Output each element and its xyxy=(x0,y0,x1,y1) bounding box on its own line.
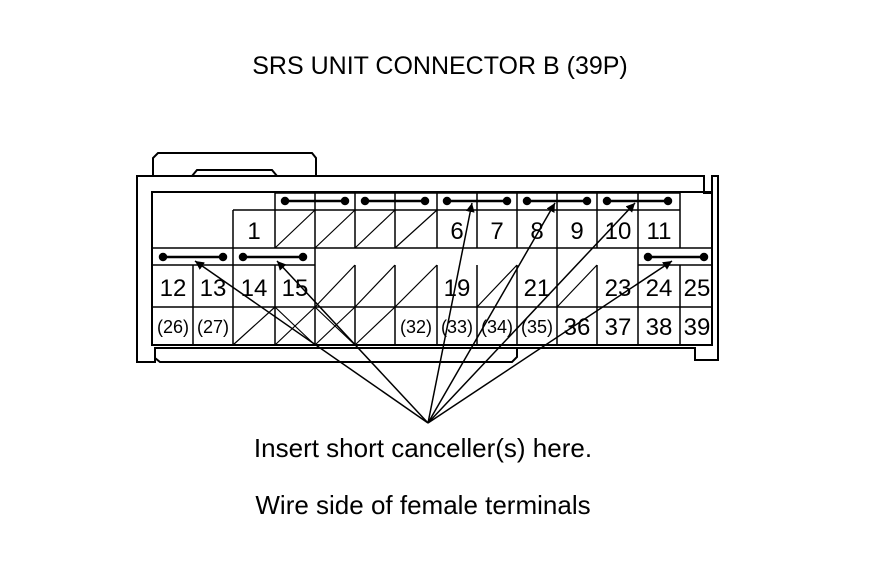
pin-34: (34) xyxy=(481,317,513,337)
subtitle-text: Wire side of female terminals xyxy=(255,490,591,520)
pin-32: (32) xyxy=(400,317,432,337)
pin-35: (35) xyxy=(521,317,553,337)
pin-24: 24 xyxy=(646,275,673,302)
pin-13: 13 xyxy=(200,275,227,302)
pin-37: 37 xyxy=(605,314,632,341)
pin-9: 9 xyxy=(570,218,583,245)
pin-26: (26) xyxy=(157,317,189,337)
pin-14: 14 xyxy=(241,275,268,302)
pin-7: 7 xyxy=(490,218,503,245)
pin-6: 6 xyxy=(450,218,463,245)
pin-12: 12 xyxy=(160,275,187,302)
pin-11: 11 xyxy=(647,218,672,245)
instruction-text: Insert short canceller(s) here. xyxy=(253,433,593,463)
pin-38: 38 xyxy=(646,314,673,341)
pin-27: (27) xyxy=(197,317,229,337)
pin-15: 15 xyxy=(282,275,309,302)
pin-23: 23 xyxy=(605,275,632,302)
connector-latch xyxy=(152,152,317,176)
leader-arrows xyxy=(194,202,673,424)
pin-8: 8 xyxy=(530,218,543,245)
shorting-bars xyxy=(158,196,709,262)
connector-frame xyxy=(151,191,713,346)
pin-33: (33) xyxy=(441,317,473,337)
empty-cavity-hatch xyxy=(232,209,598,346)
diagram-title: SRS UNIT CONNECTOR B (39P) xyxy=(252,52,628,80)
pin-1: 1 xyxy=(247,218,260,245)
pin-25: 25 xyxy=(684,275,711,302)
pin-39: 39 xyxy=(684,314,711,341)
connector-skirt xyxy=(154,348,518,363)
